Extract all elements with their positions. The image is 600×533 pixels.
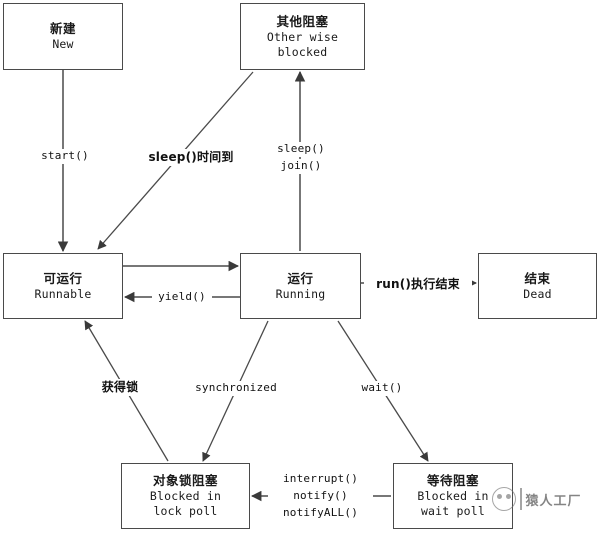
edge-label-sleep-text: sleep() xyxy=(277,142,325,155)
node-blocked-lock-poll[interactable]: 对象锁阻塞 Blocked in lock poll xyxy=(121,463,250,529)
node-otherwise-blocked-cn: 其他阻塞 xyxy=(276,13,329,29)
edge-label-notify-all-text: notifyALL() xyxy=(282,506,359,519)
node-otherwise-blocked[interactable]: 其他阻塞 Other wise blocked xyxy=(240,3,365,70)
node-dead[interactable]: 结束 Dead xyxy=(478,253,597,319)
node-blocked-wait-poll-en: Blocked in xyxy=(417,489,489,504)
node-runnable[interactable]: 可运行 Runnable xyxy=(3,253,123,319)
node-new-cn: 新建 xyxy=(49,21,76,37)
node-blocked-lock-poll-en2: lock poll xyxy=(153,504,218,518)
edge-label-notify-text: notify() xyxy=(293,489,348,502)
node-blocked-lock-poll-cn: 对象锁阻塞 xyxy=(152,473,218,489)
edge-label-sleep: sleep() xyxy=(268,142,334,157)
edge-label-run-finished-text: run()执行结束 xyxy=(376,277,460,291)
node-running[interactable]: 运行 Running xyxy=(240,253,361,319)
edge-label-interrupt-text: interrupt() xyxy=(282,472,359,485)
node-running-en: Running xyxy=(275,286,326,301)
edge-label-sleep-timeout-text: sleep()时间到 xyxy=(148,150,234,164)
node-blocked-wait-poll-cn: 等待阻塞 xyxy=(426,473,479,489)
edge-label-interrupt: interrupt() xyxy=(268,472,373,487)
edge-label-run-finished: run()执行结束 xyxy=(364,276,472,293)
node-dead-en: Dead xyxy=(523,286,552,301)
edge-label-synchronized: synchronized xyxy=(186,381,286,396)
watermark: 猿人工厂 xyxy=(492,487,582,511)
node-blocked-wait-poll-en2: wait poll xyxy=(420,504,486,518)
edge-label-join-text: join() xyxy=(280,159,322,172)
node-new-en: New xyxy=(52,37,74,52)
edge-label-sleep-timeout: sleep()时间到 xyxy=(131,149,251,166)
watermark-text: 猿人工厂 xyxy=(525,493,582,509)
node-running-cn: 运行 xyxy=(287,270,314,286)
edge-label-wait-text: wait() xyxy=(361,381,403,394)
edge-label-notify: notify() xyxy=(268,489,373,504)
node-runnable-en: Runnable xyxy=(34,286,92,301)
node-new[interactable]: 新建 New xyxy=(3,3,123,70)
node-blocked-lock-poll-en: Blocked in xyxy=(149,489,222,504)
edge-label-notify-all: notifyALL() xyxy=(268,506,373,521)
edge-label-yield-text: yield() xyxy=(158,290,206,303)
edge-label-yield: yield() xyxy=(152,290,212,305)
edge-label-acquire-lock: 获得锁 xyxy=(90,379,150,396)
edge-label-wait: wait() xyxy=(355,381,409,396)
edge-label-start-text: start() xyxy=(41,149,89,162)
watermark-divider xyxy=(520,488,522,510)
node-runnable-cn: 可运行 xyxy=(43,270,83,286)
monkey-face-icon xyxy=(492,487,516,511)
edge-label-start: start() xyxy=(30,149,100,164)
node-otherwise-blocked-en2: blocked xyxy=(277,44,328,59)
edge-label-synchronized-text: synchronized xyxy=(195,381,277,394)
edge-label-join: join() xyxy=(268,159,334,174)
edge-label-acquire-lock-text: 获得锁 xyxy=(101,380,139,394)
node-dead-cn: 结束 xyxy=(524,270,551,286)
node-otherwise-blocked-en: Other wise xyxy=(266,29,339,44)
